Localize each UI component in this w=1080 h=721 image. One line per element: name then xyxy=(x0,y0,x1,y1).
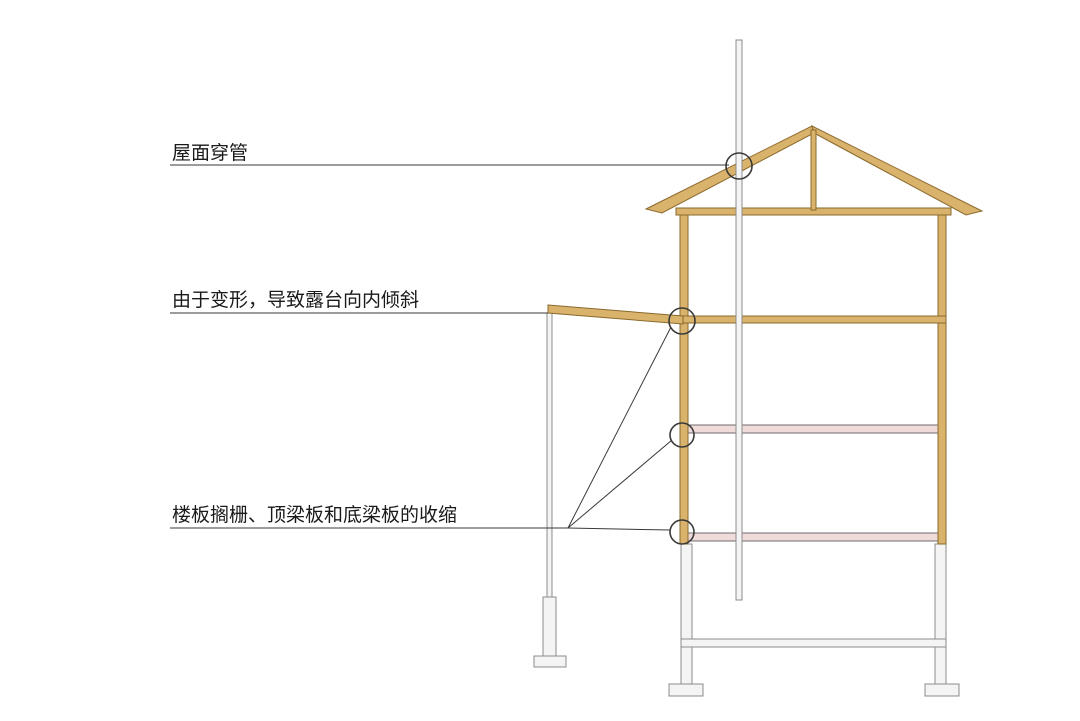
detail-circle-bottom-joist xyxy=(669,519,695,545)
foundation-crossbeam xyxy=(680,638,947,648)
roof-left-slope xyxy=(644,125,815,214)
roof-right-slope xyxy=(811,125,984,216)
wood-frame xyxy=(547,125,984,545)
balcony-deck xyxy=(547,304,684,325)
floor-joist-middle xyxy=(682,424,947,434)
label-balcony-tilt: 由于变形，导致露台向内倾斜 xyxy=(172,289,419,311)
detail-circle-roof-penetration xyxy=(725,152,753,180)
vertical-pipe xyxy=(735,39,743,601)
foundation-structure xyxy=(668,543,960,697)
leader-fan-lower xyxy=(567,527,671,531)
leader-fan-upper xyxy=(567,326,672,529)
balcony-support xyxy=(533,312,567,668)
footing-right xyxy=(924,683,960,697)
wall-stud-left xyxy=(679,211,689,545)
detail-circle-middle-joist xyxy=(669,422,695,448)
floor-joists xyxy=(682,424,947,542)
foundation-post-right xyxy=(934,543,947,687)
balcony-footing xyxy=(533,655,567,668)
leader-fan-middle xyxy=(567,439,673,529)
wall-stud-right xyxy=(937,211,947,545)
foundation-post-left xyxy=(680,543,693,687)
roof-king-post xyxy=(810,129,817,211)
balcony-post xyxy=(546,312,553,602)
upper-floor-beam xyxy=(682,315,947,324)
footing-left xyxy=(668,683,704,697)
balcony-post-base xyxy=(542,596,557,660)
detail-circle-balcony-joint xyxy=(668,307,696,335)
leader-lines xyxy=(170,164,729,531)
label-roof-penetration: 屋面穿管 xyxy=(172,142,248,164)
label-shrinkage: 楼板搁栅、顶梁板和底梁板的收缩 xyxy=(172,504,457,526)
floor-joist-bottom xyxy=(682,532,947,542)
detail-circles xyxy=(668,152,753,545)
